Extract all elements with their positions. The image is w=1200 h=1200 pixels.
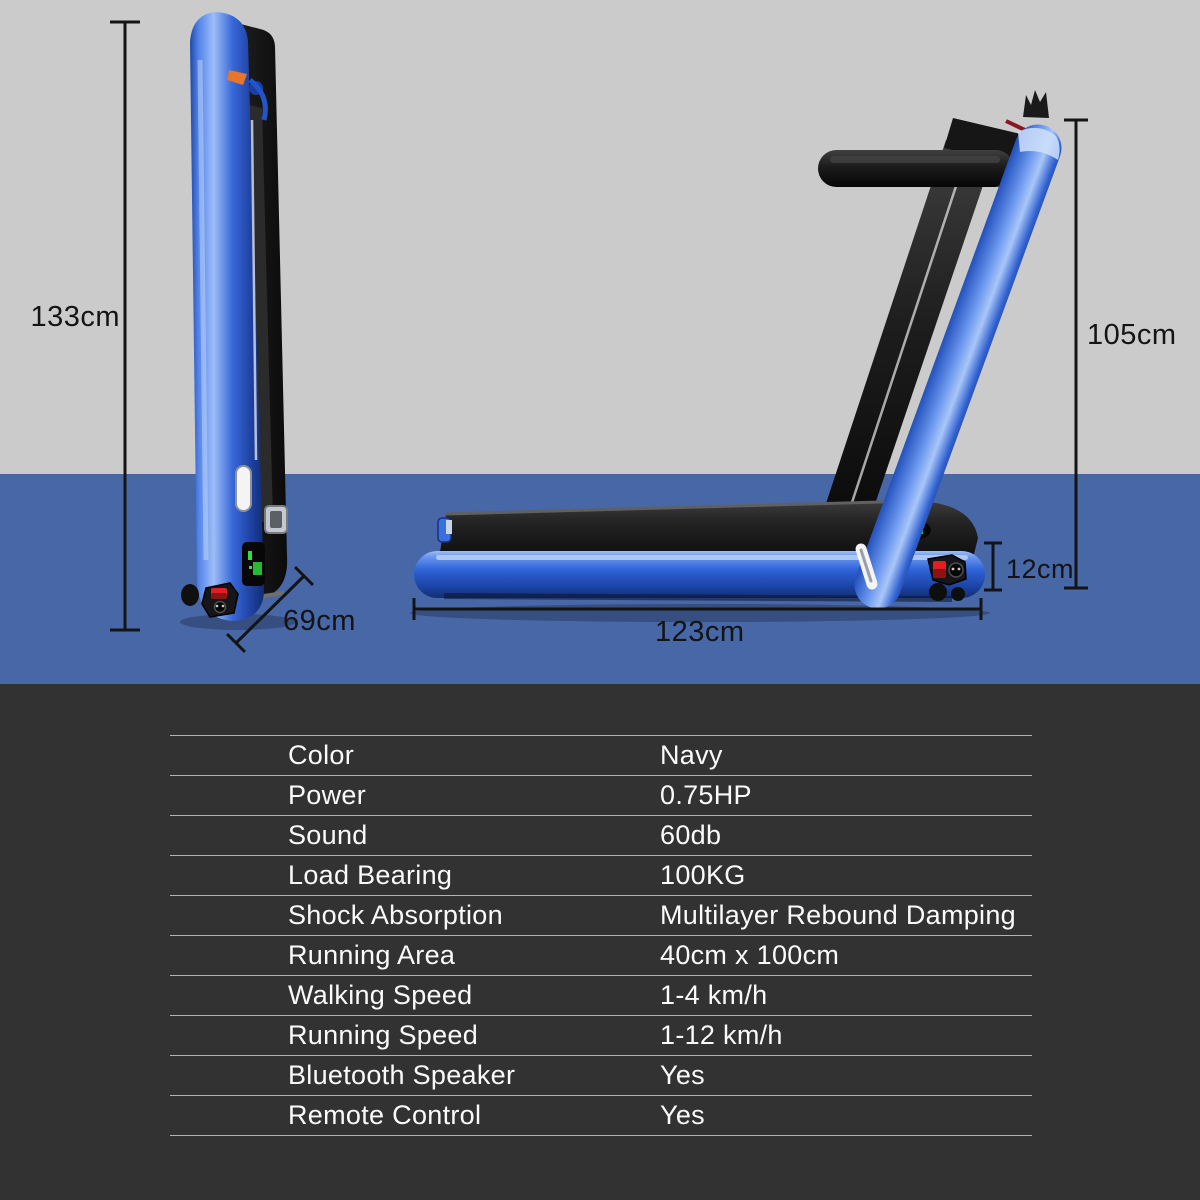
spec-label: Bluetooth Speaker <box>288 1060 516 1090</box>
spec-label: Running Speed <box>288 1020 479 1050</box>
treadmill-diagram <box>110 12 1088 654</box>
spec-value: Navy <box>660 740 723 770</box>
spec-row-color: Color Navy <box>170 735 1032 775</box>
spec-label: Power <box>288 780 367 810</box>
spec-row-power: Power 0.75HP <box>170 775 1032 815</box>
spec-label: Color <box>288 740 355 770</box>
spec-row-load-bearing: Load Bearing 100KG <box>170 855 1032 895</box>
spec-value: Multilayer Rebound Damping <box>660 900 1016 930</box>
spec-label: Walking Speed <box>288 980 473 1010</box>
spec-value: Yes <box>660 1060 705 1090</box>
dim-label-deck-length: 123cm <box>655 616 745 648</box>
spec-row-sound: Sound 60db <box>170 815 1032 855</box>
spec-value: 1-4 km/h <box>660 980 768 1010</box>
spec-row-walking-speed: Walking Speed 1-4 km/h <box>170 975 1032 1015</box>
spec-value: 1-12 km/h <box>660 1020 783 1050</box>
spec-value: Yes <box>660 1100 705 1130</box>
dim-label-unfolded-height: 105cm <box>1087 319 1177 351</box>
dim-label-deck-height: 12cm <box>1006 554 1075 584</box>
spec-row-remote-control: Remote Control Yes <box>170 1095 1032 1135</box>
spec-label: Load Bearing <box>288 860 453 890</box>
spec-table: Color Navy Power 0.75HP Sound 60db Load … <box>170 735 1032 1136</box>
spec-value: 100KG <box>660 860 746 890</box>
spec-row-running-speed: Running Speed 1-12 km/h <box>170 1015 1032 1055</box>
spec-value: 0.75HP <box>660 780 752 810</box>
dim-label-folded-height: 133cm <box>30 301 120 333</box>
spec-value: 40cm x 100cm <box>660 940 840 970</box>
spec-label: Sound <box>288 820 368 850</box>
spec-row-running-area: Running Area 40cm x 100cm <box>170 935 1032 975</box>
spec-row-bluetooth-speaker: Bluetooth Speaker Yes <box>170 1055 1032 1095</box>
spec-value: 60db <box>660 820 722 850</box>
dimension-lines <box>110 20 1088 654</box>
treadmill-folded-image <box>180 12 296 630</box>
spec-label: Running Area <box>288 940 456 970</box>
spec-label: Shock Absorption <box>288 900 503 930</box>
treadmill-side-image <box>410 90 1062 622</box>
spec-panel-background <box>0 684 1200 1200</box>
spec-label: Remote Control <box>288 1100 482 1130</box>
dim-label-folded-depth: 69cm <box>283 605 356 637</box>
spec-row-shock-absorption: Shock Absorption Multilayer Rebound Damp… <box>170 895 1032 935</box>
